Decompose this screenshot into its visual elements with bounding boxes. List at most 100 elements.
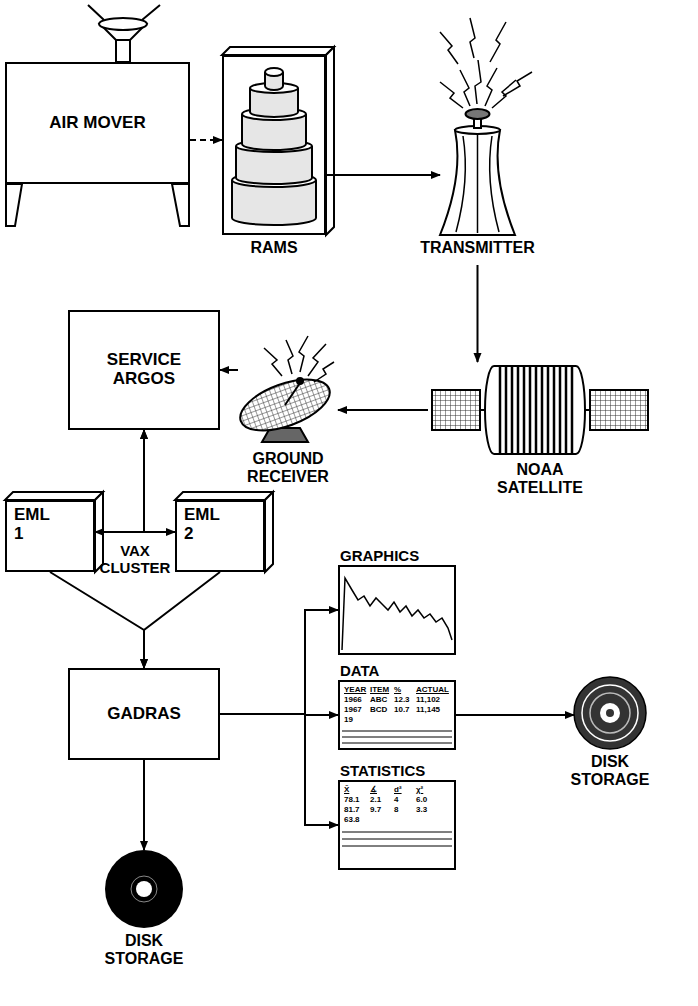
caption-holder: NOAA SATELLITE — [408, 461, 672, 496]
graphics-chart — [342, 578, 452, 650]
disk-drawing — [600, 703, 620, 723]
data-panel: DATAYEARITEM%ACTUAL1966ABC12.311,1021967… — [338, 680, 456, 750]
air-mover-drawing — [99, 18, 147, 30]
figure-label: DISK STORAGE — [105, 932, 184, 967]
transmitter-drawing — [456, 134, 499, 233]
transmitter-drawing — [466, 109, 490, 119]
ground-receiver-drawing — [234, 336, 337, 442]
table-cell: 10.7 — [394, 705, 414, 715]
ground-receiver-drawing — [297, 378, 303, 384]
table-cell: 81.7 — [344, 805, 368, 815]
graphics-chart — [342, 578, 452, 650]
rams-drawing — [265, 68, 283, 76]
computer-cabinet-faces — [265, 492, 273, 572]
figure-outline — [238, 338, 338, 446]
box-label: SERVICE ARGOS — [107, 351, 181, 388]
box-label: GADRAS — [107, 705, 181, 724]
signal-sparks — [440, 32, 458, 64]
figure-outline — [105, 850, 183, 928]
rams-drawing — [222, 47, 334, 235]
gadras-box: GADRAS — [68, 668, 220, 760]
figure-label: NOAA SATELLITE — [497, 461, 583, 496]
signal-sparks — [490, 22, 506, 62]
connector-arrow — [144, 430, 175, 532]
disk-drawing — [105, 677, 646, 928]
connector-arrow — [190, 139, 222, 141]
graphics-panel: GRAPHICS — [338, 565, 456, 655]
table-cell: ITEM — [370, 685, 392, 695]
table-grid: YEARITEM%ACTUAL1966ABC12.311,1021967BCD1… — [340, 682, 454, 728]
table-cell: d² — [394, 785, 414, 795]
cluster-label: VAX CLUSTER — [100, 543, 171, 576]
table-rules — [342, 743, 452, 744]
figure-label: RAMS — [250, 239, 297, 257]
service-argos-box: SERVICE ARGOS — [68, 310, 220, 430]
table-cell: ACTUAL — [416, 685, 450, 695]
eml-computer-box: EML 2 — [175, 500, 265, 572]
figure-outline — [428, 362, 652, 457]
disk-storage: DISK STORAGE — [565, 677, 655, 797]
panel-heading: GRAPHICS — [340, 548, 419, 565]
transmitter-drawing — [440, 130, 515, 235]
disk-drawing — [105, 850, 183, 928]
disk-drawing — [131, 876, 157, 902]
signal-sparks — [264, 348, 282, 376]
satellite-drawing — [432, 390, 480, 430]
table-rules — [342, 737, 452, 738]
table-cell: ABC — [370, 695, 392, 705]
computer-cabinet-faces — [5, 492, 103, 500]
signal-sparks — [503, 72, 532, 96]
air-mover-drawing — [6, 184, 22, 226]
table-cell: 2.1 — [370, 795, 392, 805]
transmitter-tower: TRANSMITTER — [415, 130, 540, 265]
rams-drawing — [326, 47, 334, 235]
table-cell: 8 — [394, 805, 414, 815]
statistics-panel: STATISTICSX̄∡d²χ²78.12.146.081.79.783.36… — [338, 780, 456, 870]
connector-arrow — [220, 369, 238, 371]
satellite-drawing — [485, 366, 585, 454]
caption-holder: TRANSMITTER — [395, 239, 560, 257]
air-mover-drawing — [6, 5, 189, 226]
table-cell: 19 — [344, 715, 368, 725]
disk-drawing — [574, 677, 646, 749]
table-cell: 3.3 — [416, 805, 450, 815]
box-label: AIR MOVER — [49, 114, 145, 133]
table-rules — [342, 846, 452, 847]
figure-label: DISK STORAGE — [571, 753, 650, 788]
transmitter-drawing — [440, 18, 532, 235]
ground-receiver-dish: GROUND RECEIVER — [238, 338, 338, 490]
table-cell: BCD — [370, 705, 392, 715]
connector-arrow — [143, 760, 145, 850]
box-label: EML 2 — [184, 506, 220, 543]
figure-label: TRANSMITTER — [420, 239, 535, 257]
noaa-satellite: NOAA SATELLITE — [428, 362, 652, 497]
air-mover-box: AIR MOVER — [5, 62, 190, 184]
table-cell: 9.7 — [370, 805, 392, 815]
signal-sparks — [299, 336, 308, 372]
panel-heading: STATISTICS — [340, 763, 425, 780]
table-cell: 11,102 — [416, 695, 450, 705]
connector-arrow — [50, 572, 144, 668]
disk-storage: DISK STORAGE — [99, 850, 189, 1000]
ground-receiver-drawing — [234, 369, 337, 441]
caption-holder: GROUND RECEIVER — [218, 450, 358, 485]
signal-sparks — [314, 362, 334, 382]
air-mover-drawing — [88, 5, 160, 20]
table-grid: X̄∡d²χ²78.12.146.081.79.783.363.8 — [340, 782, 454, 828]
table-rules — [342, 839, 452, 840]
signal-sparks — [485, 68, 497, 106]
connector-arrow — [456, 714, 574, 716]
table-cell: X̄ — [344, 785, 368, 795]
caption-holder: DISK STORAGE — [79, 932, 209, 967]
computer-cabinet-faces — [175, 492, 273, 500]
table-rules — [342, 731, 452, 732]
signal-sparks — [475, 60, 481, 104]
table-cell: 11,145 — [416, 705, 450, 715]
table-cell: 1966 — [344, 695, 368, 705]
eml-computer-box: EML 1 — [5, 500, 95, 572]
rams-unit: RAMS — [222, 55, 326, 260]
signal-sparks — [264, 336, 334, 382]
